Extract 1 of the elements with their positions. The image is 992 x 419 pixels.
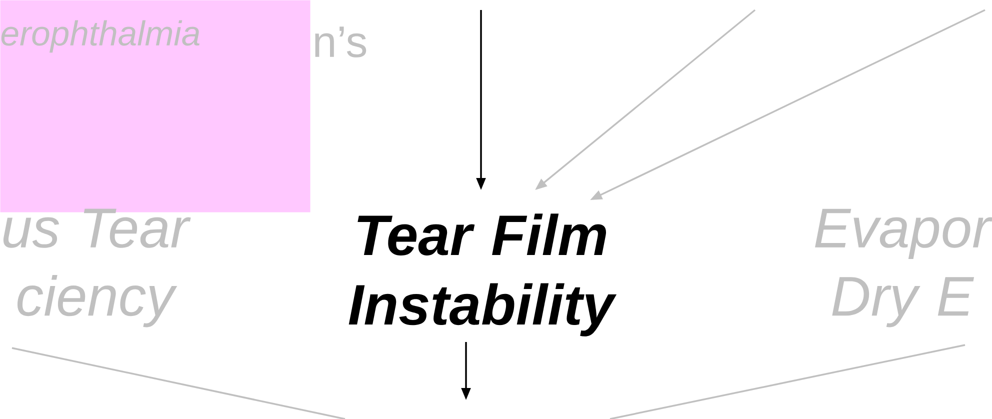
cause-text: Tear Film Instability [348, 214, 617, 336]
